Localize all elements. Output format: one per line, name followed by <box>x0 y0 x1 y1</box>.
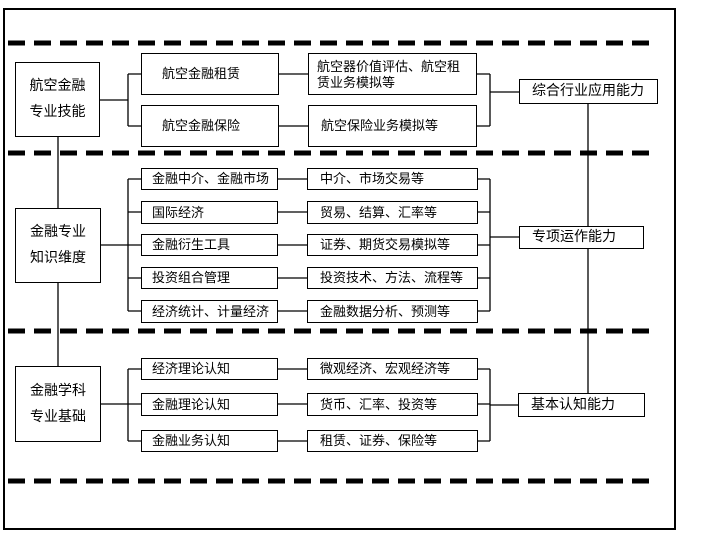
knowledge-course-box-3: 金融衍生工具 <box>141 234 278 256</box>
skills-course-box-1: 航空金融租赁 <box>141 53 279 95</box>
knowledge-course-box-2: 国际经济 <box>141 201 278 224</box>
knowledge-section-label-line2: 知识维度 <box>30 251 86 266</box>
foundation-content-box-3: 租赁、证券、保险等 <box>307 430 478 452</box>
outer-frame <box>3 8 676 530</box>
comprehensive-ability-box: 综合行业应用能力 <box>519 79 658 104</box>
foundation-course-box-1: 经济理论认知 <box>141 358 278 380</box>
skills-section-label-line2: 专业技能 <box>29 105 86 120</box>
foundation-course-box-3: 金融业务认知 <box>141 430 278 452</box>
knowledge-course-box-1: 金融中介、金融市场 <box>141 168 278 190</box>
foundation-content-box-1: 微观经济、宏观经济等 <box>307 358 478 380</box>
knowledge-section-connectors <box>101 178 519 312</box>
foundation-section-label-line1: 金融学科 <box>30 383 86 399</box>
vertical-chain-connectors <box>57 104 589 393</box>
skills-course-box-2: 航空金融保险 <box>141 105 279 147</box>
skills-section-connectors <box>100 73 519 127</box>
foundation-section-label-line2: 专业基础 <box>30 409 86 425</box>
foundation-section-box: 金融学科 专业基础 <box>15 366 101 442</box>
skills-section-box: 航空金融 专业技能 <box>15 62 100 137</box>
knowledge-section-box: 金融专业 知识维度 <box>15 208 101 283</box>
foundation-course-box-2: 金融理论认知 <box>141 393 278 416</box>
foundation-content-box-2: 货币、汇率、投资等 <box>307 393 478 416</box>
knowledge-course-box-5: 经济统计、计量经济 <box>141 300 278 323</box>
specialized-ability-box: 专项运作能力 <box>519 226 644 249</box>
knowledge-section-label-line1: 金融专业 <box>30 225 86 240</box>
knowledge-content-box-4: 投资技术、方法、流程等 <box>307 267 478 289</box>
skills-section-label-line1: 航空金融 <box>29 79 86 94</box>
knowledge-content-box-5: 金融数据分析、预测等 <box>307 300 478 323</box>
basic-cognition-ability-box: 基本认知能力 <box>518 393 645 417</box>
knowledge-content-box-1: 中介、市场交易等 <box>307 168 478 190</box>
knowledge-course-box-4: 投资组合管理 <box>141 267 278 289</box>
skills-content-box-1: 航空器价值评估、航空租赁业务模拟等 <box>308 53 477 95</box>
section-separator-dashed-lines <box>8 40 656 484</box>
skills-content-box-2: 航空保险业务模拟等 <box>308 105 477 147</box>
knowledge-content-box-2: 贸易、结算、汇率等 <box>307 201 478 224</box>
knowledge-content-box-3: 证券、期货交易模拟等 <box>307 234 478 256</box>
foundation-section-connectors <box>101 368 518 442</box>
